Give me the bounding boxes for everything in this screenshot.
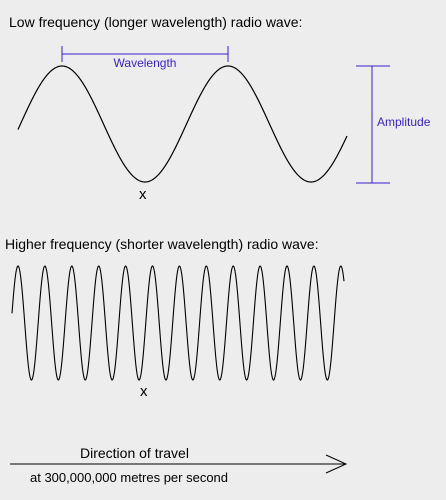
low-frequency-wave bbox=[17, 65, 348, 183]
direction-arrow-head bbox=[325, 454, 348, 474]
direction-arrow bbox=[10, 454, 348, 474]
direction-label: Direction of travel bbox=[80, 445, 189, 461]
amplitude-bracket bbox=[356, 65, 390, 184]
low-wave-point-marker: x bbox=[139, 186, 147, 203]
high-wave-heading: Higher frequency (shorter wavelength) ra… bbox=[5, 236, 319, 252]
low-wave-heading: Low frequency (longer wavelength) radio … bbox=[9, 14, 302, 30]
wavelength-label: Wavelength bbox=[114, 56, 177, 70]
high-wave-point-marker: x bbox=[140, 383, 148, 400]
wavelength-bracket bbox=[61, 46, 229, 62]
speed-label: at 300,000,000 metres per second bbox=[30, 470, 228, 485]
high-frequency-wave bbox=[11, 265, 345, 381]
amplitude-label: Amplitude bbox=[377, 115, 431, 129]
